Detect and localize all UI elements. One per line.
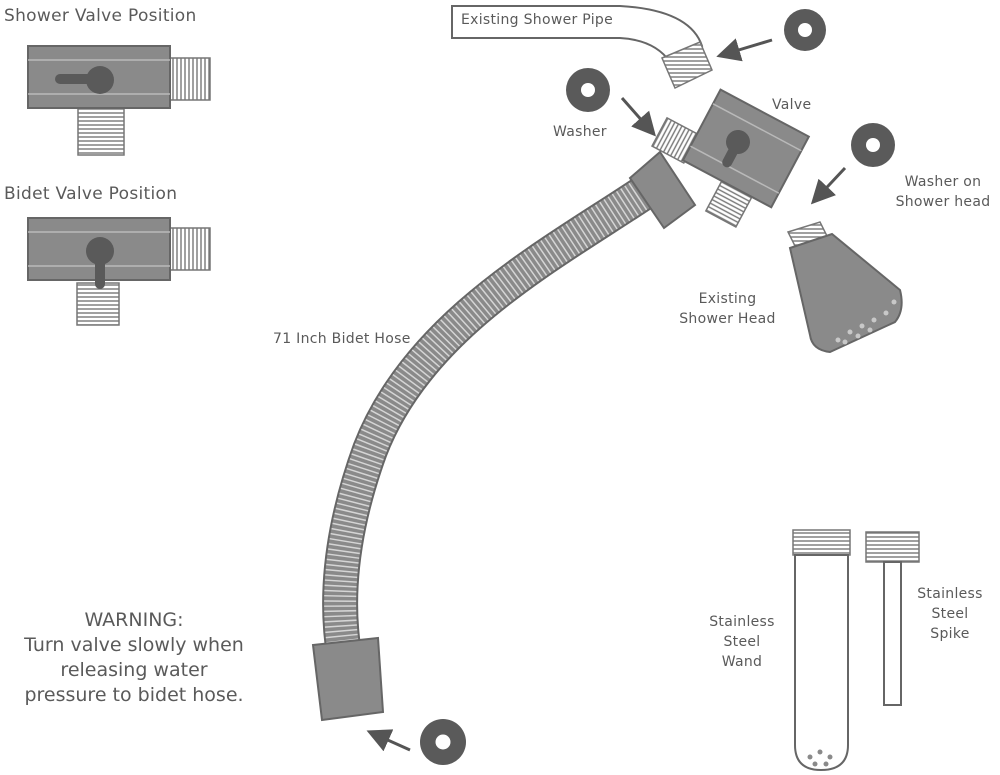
- warning-line-1: Turn valve slowly when: [24, 634, 244, 656]
- warning-title: WARNING:: [84, 609, 184, 631]
- valve-label: Valve: [772, 97, 812, 113]
- arrow-washer-valve: [620, 97, 656, 137]
- existing-shower-pipe-label: Existing Shower Pipe: [461, 12, 614, 28]
- shower-valve-position-figure: [27, 45, 211, 156]
- washer-label: Washer: [553, 124, 607, 140]
- spike-label-line1: Stainless: [917, 586, 983, 602]
- warning-block: WARNING: Turn valve slowly when releasin…: [0, 608, 268, 708]
- washer-on-shower-head-label: Washer on Shower head: [888, 172, 998, 212]
- existing-shower-pipe: [451, 5, 713, 90]
- stainless-steel-spike-label: Stainless Steel Spike: [908, 584, 992, 644]
- washer-hose-end: [420, 719, 466, 765]
- bidet-hose: [311, 150, 697, 722]
- shower-valve-position-label: Shower Valve Position: [4, 6, 197, 26]
- bidet-valve-position-figure: [27, 217, 211, 326]
- bidet-valve-position-label: Bidet Valve Position: [4, 184, 178, 204]
- wand-label-line3: Wand: [721, 654, 763, 670]
- washer-on-shower-head-line1: Washer on: [904, 174, 982, 190]
- wand-label-line2: Steel: [723, 634, 761, 650]
- washer-on-shower-head-line2: Shower head: [895, 194, 991, 210]
- spike-label-line2: Steel: [931, 606, 969, 622]
- arrow-washer-hose-end: [366, 729, 411, 752]
- washer-pipe: [784, 9, 826, 51]
- spike-label-line3: Spike: [930, 626, 970, 642]
- valve: [650, 88, 811, 228]
- existing-shower-head-label: Existing Shower Head: [670, 289, 785, 329]
- bidet-hose-label: 71 Inch Bidet Hose: [273, 331, 411, 347]
- stainless-steel-wand: [792, 529, 851, 772]
- washer-shower-head: [851, 123, 895, 167]
- arrow-washer-shower-head: [810, 166, 847, 205]
- warning-line-2: releasing water: [60, 659, 208, 681]
- washer-valve: [566, 68, 610, 112]
- existing-shower-head-line2: Shower Head: [679, 311, 776, 327]
- arrow-washer-pipe: [716, 38, 773, 62]
- stainless-steel-wand-label: Stainless Steel Wand: [700, 612, 784, 672]
- existing-shower-head-line1: Existing: [698, 291, 757, 307]
- wand-label-line1: Stainless: [709, 614, 775, 630]
- existing-shower-head: [786, 221, 903, 354]
- stainless-steel-spike: [865, 531, 920, 706]
- warning-line-3: pressure to bidet hose.: [24, 684, 244, 706]
